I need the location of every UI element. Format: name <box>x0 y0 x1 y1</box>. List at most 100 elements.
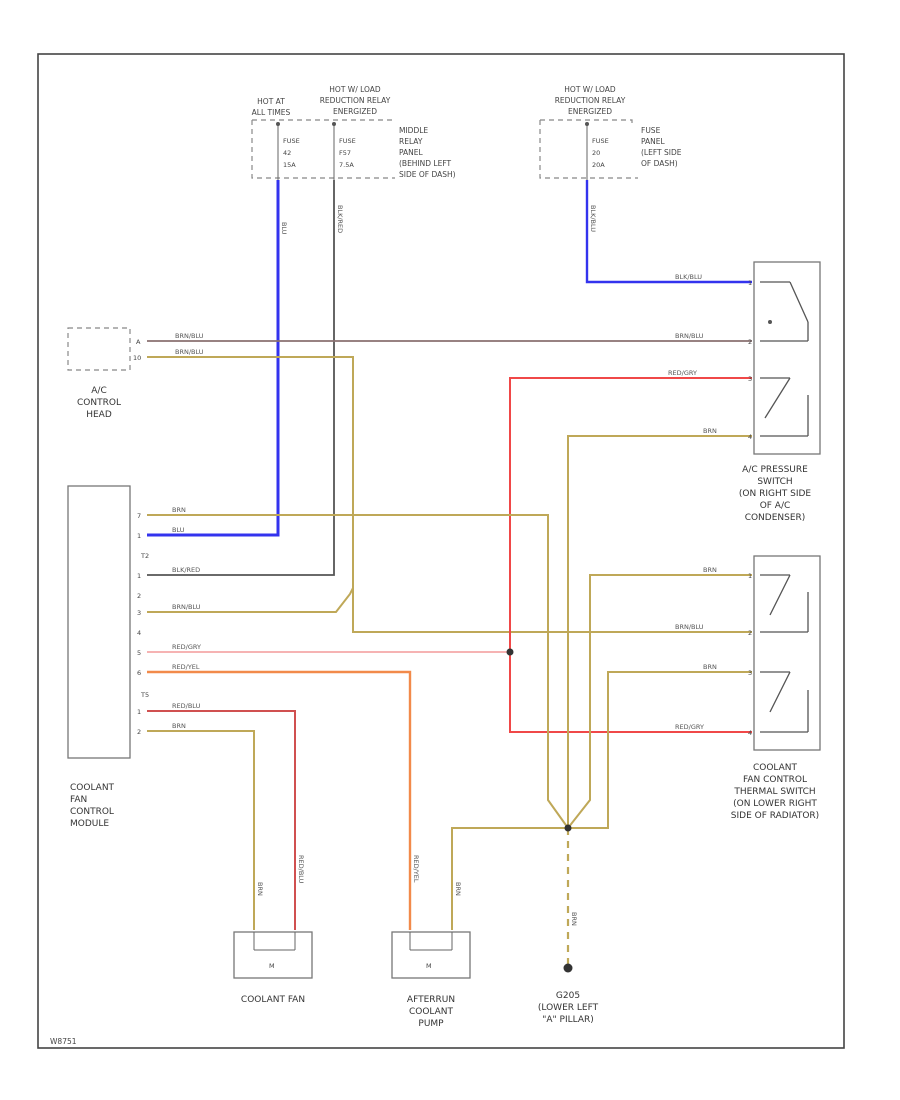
svg-text:1: 1 <box>137 572 141 580</box>
fuse-header-left-b: HOT W/ LOAD REDUCTION RELAY ENERGIZED <box>320 85 391 116</box>
svg-text:2: 2 <box>137 728 141 736</box>
svg-text:COOLANT: COOLANT <box>70 783 115 793</box>
ac-head-pin-10: 10 <box>133 354 141 362</box>
coolant-fan-label: COOLANT FAN <box>241 995 305 1005</box>
svg-text:CONDENSER): CONDENSER) <box>745 513 806 523</box>
svg-text:MIDDLE: MIDDLE <box>399 126 428 135</box>
svg-text:FUSE: FUSE <box>641 126 661 135</box>
svg-text:4: 4 <box>748 729 752 737</box>
svg-text:G205: G205 <box>556 991 580 1001</box>
svg-text:BRN: BRN <box>172 506 186 514</box>
svg-text:BLK/BLU: BLK/BLU <box>675 273 702 281</box>
svg-text:T2: T2 <box>140 552 149 560</box>
svg-text:A/C: A/C <box>91 386 106 396</box>
svg-text:BRN: BRN <box>172 722 186 730</box>
fuse-42: FUSE 42 15A <box>276 122 300 180</box>
wire-redblu <box>147 710 296 930</box>
coolant-fan-module-label: COOLANT FAN CONTROL MODULE <box>70 783 115 829</box>
coolant-fan-module-box <box>67 485 131 759</box>
svg-text:(BEHIND LEFT: (BEHIND LEFT <box>399 159 452 168</box>
svg-text:M: M <box>426 962 432 970</box>
svg-text:(LOWER LEFT: (LOWER LEFT <box>538 1003 599 1013</box>
svg-text:20: 20 <box>592 149 600 157</box>
wire-brnblu-drop <box>147 356 752 633</box>
svg-text:FAN: FAN <box>70 795 87 805</box>
ac-head-pin-a: A <box>136 338 141 346</box>
wire-brnblu-module <box>147 587 354 613</box>
svg-text:BRN: BRN <box>703 427 717 435</box>
wire-redgry <box>509 377 752 733</box>
fuse-panel-right-note: FUSE PANEL (LEFT SIDE OF DASH) <box>641 126 682 168</box>
svg-text:RELAY: RELAY <box>399 137 423 146</box>
svg-text:2: 2 <box>748 338 752 346</box>
svg-text:BRN: BRN <box>703 566 717 574</box>
svg-text:"A" PILLAR): "A" PILLAR) <box>542 1015 594 1025</box>
fuse-panel-right-outline <box>539 120 638 179</box>
ground-g205-label: G205 (LOWER LEFT "A" PILLAR) <box>538 991 599 1025</box>
svg-text:BRN/BLU: BRN/BLU <box>175 348 204 356</box>
svg-text:REDUCTION RELAY: REDUCTION RELAY <box>320 96 391 105</box>
svg-text:(ON RIGHT SIDE: (ON RIGHT SIDE <box>739 489 811 499</box>
svg-text:M: M <box>269 962 275 970</box>
wire-blkred <box>147 180 335 576</box>
svg-text:BLK/BLU: BLK/BLU <box>589 205 597 232</box>
svg-text:FUSE: FUSE <box>592 137 609 145</box>
afterrun-pump-box <box>391 931 471 979</box>
splice-dot <box>564 824 572 832</box>
svg-text:RED/BLU: RED/BLU <box>297 855 305 884</box>
afterrun-pump-internals: M <box>409 932 453 970</box>
svg-text:BRN/BLU: BRN/BLU <box>172 603 201 611</box>
svg-text:SIDE OF DASH): SIDE OF DASH) <box>399 170 456 179</box>
svg-text:RED/GRY: RED/GRY <box>668 369 697 377</box>
svg-text:BRN/BLU: BRN/BLU <box>175 332 204 340</box>
fuse-panel-left-note: MIDDLE RELAY PANEL (BEHIND LEFT SIDE OF … <box>399 126 456 179</box>
svg-text:ALL TIMES: ALL TIMES <box>252 108 291 117</box>
fuse-f57: FUSE F57 7.5A <box>332 122 356 180</box>
svg-text:(ON LOWER RIGHT: (ON LOWER RIGHT <box>733 799 817 809</box>
svg-text:BLU: BLU <box>280 222 288 235</box>
thermal-switch-box <box>753 555 821 751</box>
fuse-header-left-a: HOT AT ALL TIMES <box>252 97 291 117</box>
svg-text:RED/GRY: RED/GRY <box>675 723 704 731</box>
ac-pressure-switch-label: A/C PRESSURE SWITCH (ON RIGHT SIDE OF A/… <box>739 465 811 523</box>
svg-text:BRN: BRN <box>256 882 264 896</box>
wire-brn-fan <box>147 730 255 930</box>
svg-text:FUSE: FUSE <box>283 137 300 145</box>
coolant-fan-internals: M <box>253 932 296 970</box>
svg-text:THERMAL SWITCH: THERMAL SWITCH <box>733 787 815 797</box>
fuse-panel-left-top <box>252 119 393 124</box>
svg-text:20A: 20A <box>592 161 605 169</box>
svg-text:AFTERRUN: AFTERRUN <box>407 995 455 1005</box>
wire-labels: BLU BLK/RED BLK/BLU BLK/BLU BRN/BLU BRN/… <box>172 205 717 926</box>
fuse-panel-left-outline <box>251 120 395 179</box>
svg-text:REDUCTION RELAY: REDUCTION RELAY <box>555 96 626 105</box>
module-pins: 7 1 T2 1 2 3 4 5 6 T5 1 2 <box>137 512 149 736</box>
wires <box>147 180 752 965</box>
wire-blu <box>147 180 280 537</box>
svg-text:1: 1 <box>748 279 752 287</box>
svg-text:3: 3 <box>748 669 752 677</box>
wire-redyel <box>147 670 412 930</box>
svg-text:BRN/BLU: BRN/BLU <box>675 332 704 340</box>
svg-text:HEAD: HEAD <box>86 410 112 420</box>
svg-text:HOT W/ LOAD: HOT W/ LOAD <box>564 85 616 94</box>
ground-dot <box>563 963 573 973</box>
svg-text:7: 7 <box>137 512 141 520</box>
svg-text:BRN/BLU: BRN/BLU <box>675 623 704 631</box>
thermal-switch-contacts: 1 2 3 4 <box>748 572 809 737</box>
svg-text:6: 6 <box>137 669 141 677</box>
fuse-header-right: HOT W/ LOAD REDUCTION RELAY ENERGIZED <box>555 85 626 116</box>
svg-text:F57: F57 <box>339 149 351 157</box>
svg-text:OF A/C: OF A/C <box>760 501 791 511</box>
wire-brn-pressure <box>567 435 752 828</box>
svg-text:ENERGIZED: ENERGIZED <box>333 107 377 116</box>
svg-text:ENERGIZED: ENERGIZED <box>568 107 612 116</box>
svg-text:BLK/RED: BLK/RED <box>336 205 344 233</box>
svg-text:BRN: BRN <box>703 663 717 671</box>
svg-text:3: 3 <box>748 375 752 383</box>
svg-text:MODULE: MODULE <box>70 819 109 829</box>
svg-text:BLU: BLU <box>172 526 185 534</box>
svg-text:2: 2 <box>137 592 141 600</box>
svg-text:BRN: BRN <box>454 882 462 896</box>
